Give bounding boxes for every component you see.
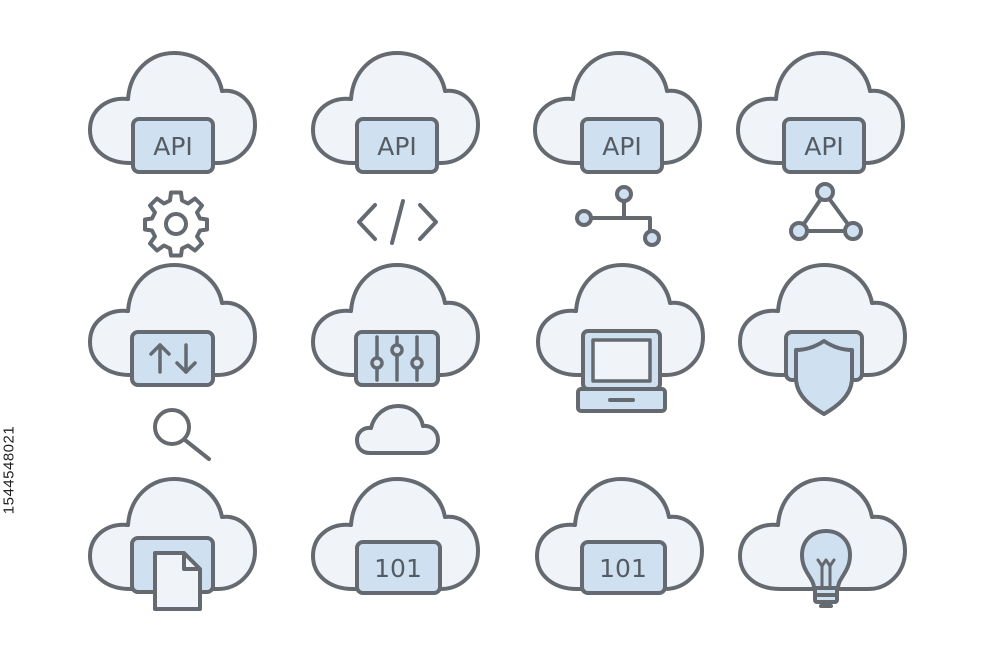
lightbulb-icon [800,529,852,608]
binary-label: 101 [599,554,647,583]
cloud-api-code-icon: API [311,51,480,245]
cloud-binary-b-icon: 101 [535,477,704,595]
shield-icon [794,339,854,416]
api-label: API [377,132,417,161]
cloud-api-settings-icon: API [88,51,257,258]
cloud-transfer-search-icon [88,263,257,461]
search-icon [153,408,211,461]
cloud-api-network-icon: API [736,51,905,241]
stock-image-id: 1544548021 [0,0,18,667]
cloud-binary-a-icon: 101 [311,477,480,595]
api-label: API [804,132,844,161]
sliders-icon [370,335,424,382]
network-triangle-icon [789,182,863,241]
laptop-icon [576,329,667,413]
code-icon [357,199,438,245]
cloud-laptop-icon [536,263,705,413]
cloud-document-icon [88,477,257,611]
cloud-idea-icon [738,477,907,608]
small-cloud-icon [355,404,440,455]
stock-id-text: 1544548021 [0,425,18,515]
document-icon [153,551,202,611]
api-label: API [602,132,642,161]
cloud-security-icon [738,263,907,416]
gear-icon [143,190,209,258]
cloud-api-connection-icon: API [533,51,702,247]
api-label: API [153,132,193,161]
up-down-arrows-icon [149,343,197,374]
cloud-controls-icon [311,263,480,455]
binary-label: 101 [374,554,422,583]
circuit-node-icon [575,185,661,247]
